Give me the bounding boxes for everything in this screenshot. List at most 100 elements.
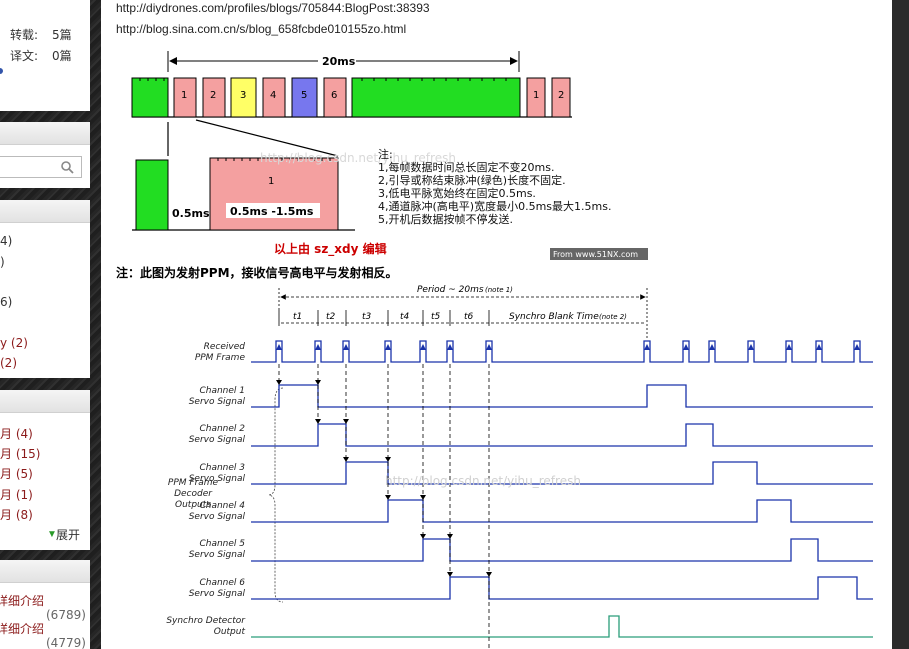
period-label: Period ~ 20ms [417, 285, 484, 295]
article-title[interactable]: 详细介绍 [0, 594, 45, 608]
channel-pulse [526, 77, 546, 118]
archive-panel-header [0, 390, 90, 413]
channel-label: Channel 5 [199, 539, 245, 549]
category-panel: 4) ) 6) y (2) (2) [0, 200, 90, 378]
archive-item[interactable]: 月 (5) [0, 467, 33, 481]
channel-label: Channel 6 [199, 578, 245, 588]
channel-label: Channel 2 [199, 424, 245, 434]
received-ppm-waveform [251, 340, 873, 363]
source-link-diydrones[interactable]: http://diydrones.com/profiles/blogs/7058… [116, 1, 430, 15]
watermark: http://blog.csdn.net/yihu_refresh [260, 151, 456, 165]
interval-label: t4 [400, 312, 410, 322]
editor-credit: 以上由 sz_xdy 编辑 [274, 241, 387, 257]
note-line: 2,引导或称结束脉冲(绿色)长度不固定. [378, 173, 566, 187]
note-line: 3,低电平脉宽始终在固定0.5ms. [378, 186, 536, 200]
archive-item[interactable]: 月 (15) [0, 447, 41, 461]
rising-edge-marker [343, 344, 349, 350]
channel-pulse [202, 77, 226, 118]
channel-pulse [551, 77, 571, 118]
guide-arrow [385, 495, 391, 500]
expand-button[interactable]: 展开 [56, 528, 81, 542]
pulse-width-label-bg [226, 203, 320, 218]
search-icon[interactable] [60, 160, 74, 174]
decoder-label: PPM Frame [168, 478, 219, 488]
search-panel [0, 122, 90, 188]
figure-note: 注：此图为发射PPM，接收信号高电平与发射相反。 [116, 266, 398, 280]
channel-label: Servo Signal [189, 435, 246, 445]
rising-edge-marker [644, 344, 650, 350]
rising-edge-marker [816, 344, 822, 350]
detector-label: Output [214, 627, 246, 637]
interval-label: t6 [464, 312, 474, 322]
guide-arrow [420, 534, 426, 539]
detector-label: Synchro Detector [166, 616, 246, 626]
zoom-channel-number: 1 [268, 176, 274, 187]
category-panel-header [0, 200, 90, 223]
channel-6-waveform [251, 576, 873, 600]
low-level-duration-label: 0.5ms [172, 207, 210, 220]
channel-number: 4 [270, 90, 276, 101]
note-line: 1,每帧数据时间总长固定不变20ms. [378, 160, 554, 174]
channel-number: 3 [240, 90, 246, 101]
article-content: http://diydrones.com/profiles/blogs/7058… [101, 0, 892, 649]
expand-arrow-icon[interactable]: ▼ [47, 529, 57, 540]
channel-label: Servo Signal [189, 512, 246, 522]
guide-arrow [315, 419, 321, 424]
interval-label-bg [290, 310, 308, 321]
channel-pulse [291, 77, 318, 118]
zoom-guide-right [195, 119, 339, 157]
source-link-sina[interactable]: http://blog.sina.com.cn/s/blog_658fcbde0… [116, 22, 407, 36]
translate-label: 译文: [10, 49, 39, 63]
period-note: (note 1) [485, 286, 513, 294]
period-label-bg [413, 282, 517, 294]
category-item[interactable]: 4) [0, 234, 13, 248]
rising-edge-marker [748, 344, 754, 350]
rising-edge-marker [420, 344, 426, 350]
archive-panel: 月 (4) 月 (15) 月 (5) 月 (1) 月 (8) ▼ 展开 [0, 390, 90, 550]
received-label: PPM Frame [195, 353, 246, 363]
rising-edge-marker [786, 344, 792, 350]
guide-arrow [315, 380, 321, 385]
guide-arrow [385, 457, 391, 462]
channel-number: 2 [558, 90, 564, 101]
ppm-decoder-timing-diagram: Period ~ 20ms (note 1) t1 t2 t3 t4 t5 t6… [166, 282, 873, 649]
channel-number: 5 [301, 90, 307, 101]
rising-edge-marker [683, 344, 689, 350]
synchro-detector-waveform [251, 615, 873, 638]
article-views: (6789) [46, 608, 86, 622]
search-input[interactable] [0, 156, 82, 178]
popular-articles-panel: 详细介绍 (6789) 详细介绍 (4779) [0, 560, 90, 649]
note-line: 注: [378, 147, 393, 161]
archive-item[interactable]: 月 (4) [0, 427, 33, 441]
interval-label: t2 [326, 312, 336, 322]
category-item[interactable]: (2) [0, 356, 17, 370]
guide-arrow [276, 380, 282, 385]
received-label: Received [204, 342, 246, 352]
stats-panel: 转载: 5篇 译文: 0篇 [0, 0, 90, 111]
category-item[interactable]: 6) [0, 295, 13, 309]
article-title[interactable]: 详细介绍 [0, 622, 45, 636]
channel-label: Channel 4 [199, 501, 245, 511]
guide-arrow [447, 572, 453, 577]
archive-item[interactable]: 月 (8) [0, 508, 33, 522]
sync-pulse-block [131, 77, 169, 118]
guide-arrow [486, 572, 492, 577]
channel-3-waveform [251, 461, 873, 485]
pulse-width-label: 0.5ms -1.5ms [230, 205, 314, 218]
interval-label: t5 [431, 312, 441, 322]
decoder-label: Outputs [175, 500, 211, 510]
blank-time-label: Synchro Blank Time [509, 312, 599, 322]
scale-ticks [139, 78, 507, 81]
archive-item[interactable]: 月 (1) [0, 488, 33, 502]
guide-arrow [447, 534, 453, 539]
reprint-count: 5篇 [52, 28, 72, 42]
channel-5-waveform [251, 538, 873, 562]
interval-label: t1 [293, 312, 302, 322]
category-item[interactable]: y (2) [0, 336, 28, 350]
channel-2-waveform [251, 423, 873, 447]
blog-sidebar: 转载: 5篇 译文: 0篇 4) ) 6) y (2) (2) 月 (4) 月 … [0, 0, 91, 649]
channel-number: 6 [331, 90, 337, 101]
rising-edge-marker [385, 344, 391, 350]
category-item[interactable]: ) [0, 255, 5, 269]
decoder-label: Decoder [174, 489, 213, 499]
